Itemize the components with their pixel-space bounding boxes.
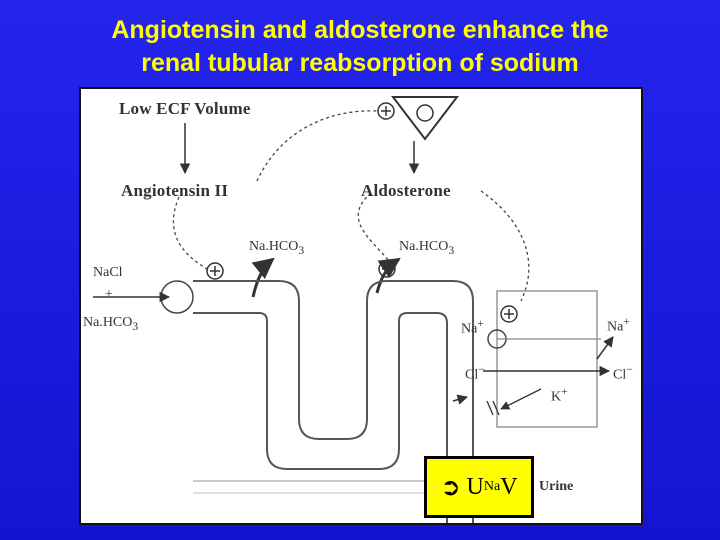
result-v: V: [500, 473, 518, 500]
slide-title: Angiotensin and aldosterone enhance the …: [0, 14, 720, 80]
k-secretion-arrow: [452, 394, 469, 405]
label-nahco3-a: Na.HCO3: [249, 239, 305, 257]
angiotensin-to-tubule-dash: [172, 196, 208, 270]
label-nahco3-b: Na.HCO3: [399, 239, 455, 257]
label-cl-lumen: Cl−: [465, 363, 485, 383]
result-sub: Na: [483, 479, 501, 494]
label-aldosterone: Aldosterone: [361, 181, 451, 200]
curved-arrow-nahco3-b: [375, 257, 401, 294]
label-low-ecf-volume: Low ECF Volume: [119, 99, 251, 118]
aldosterone-dash-1: [480, 190, 530, 302]
label-urine: Urine: [539, 479, 574, 494]
tubule-inner-wall: [193, 312, 448, 523]
adrenal-cell-circle: [416, 104, 434, 122]
label-nahco3-left: Na.HCO3: [83, 315, 139, 333]
adrenal-triangle: [390, 96, 460, 141]
result-u: U: [466, 473, 484, 500]
label-nacl: NaCl: [93, 265, 123, 280]
plus-circle-distal: [500, 305, 518, 323]
plus-circle-proximal: [206, 262, 224, 280]
title-line-1: Angiotensin and aldosterone enhance the: [111, 16, 609, 44]
label-angiotensin-ii: Angiotensin II: [121, 181, 229, 200]
label-na-lumen: Na+: [461, 317, 484, 337]
nephron-drawing: [93, 96, 614, 523]
result-arrow-icon: ➲: [440, 474, 461, 501]
label-plus: +: [105, 287, 113, 302]
label-cl-blood: Cl−: [613, 363, 633, 383]
k-arrow: [500, 388, 542, 410]
curved-arrow-nahco3-a: [251, 257, 275, 298]
distal-cell-box: [496, 290, 598, 428]
title-line-2: renal tubular reabsorption of sodium: [141, 49, 579, 77]
aldosterone-dash-2: [357, 192, 390, 262]
angiotensin-to-adrenal-dash: [256, 110, 378, 182]
label-na-blood: Na+: [607, 315, 630, 335]
diagram-figure: Low ECF Volume Angiotensin II Aldosteron…: [79, 87, 643, 525]
na-out-arrow: [596, 336, 614, 360]
label-k: K+: [551, 385, 568, 405]
plus-circle-adrenal: [377, 102, 395, 120]
tubule-outer-wall: [193, 280, 474, 523]
